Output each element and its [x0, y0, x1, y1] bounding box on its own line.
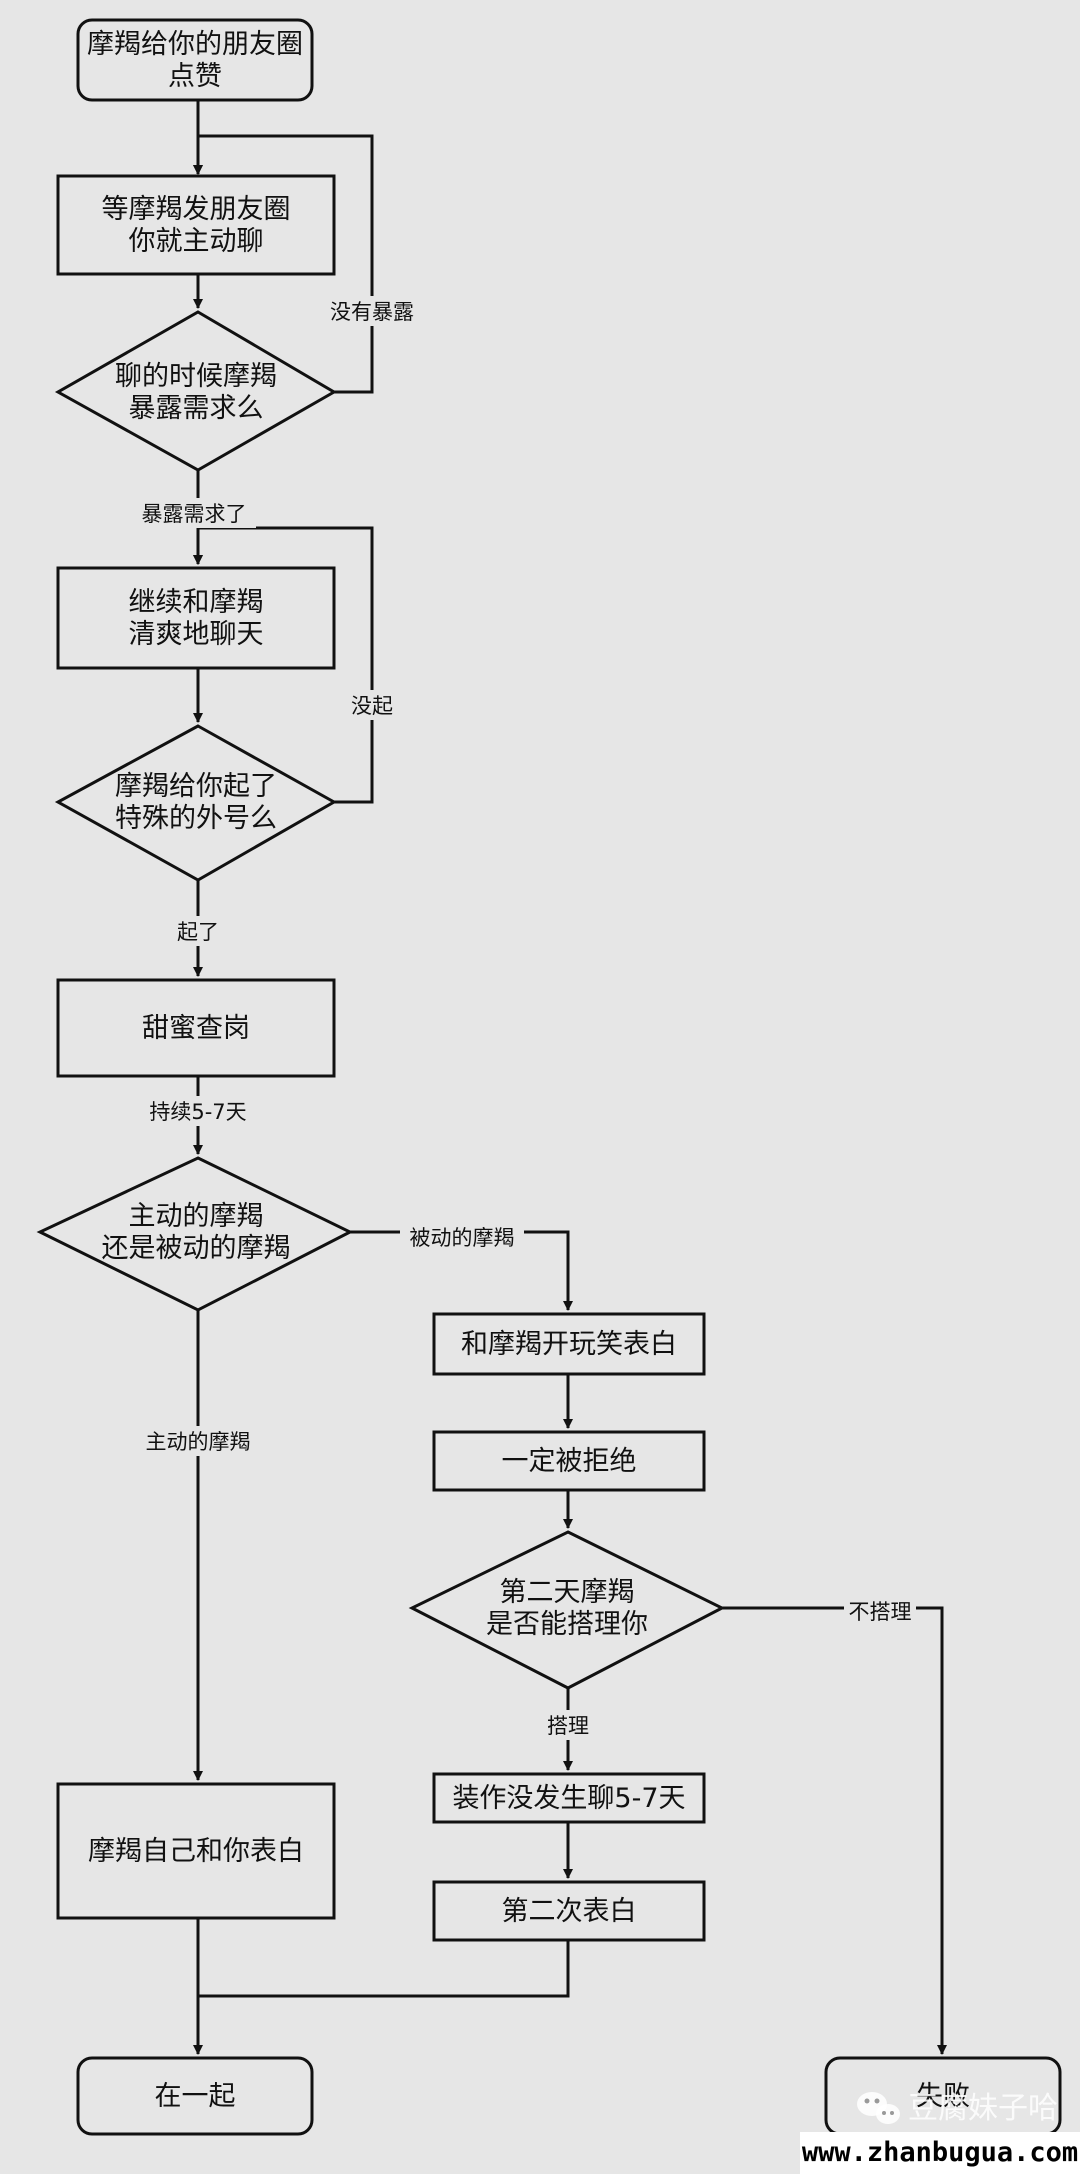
node-line: 甜蜜查岗	[142, 1013, 250, 1044]
node-active-passive-question: 主动的摩羯还是被动的摩羯	[36, 1156, 354, 1312]
node-line: 特殊的外号么	[115, 803, 277, 834]
node-line: 和摩羯开玩笑表白	[461, 1329, 677, 1360]
node-nickname-question: 摩羯给你起了特殊的外号么	[54, 724, 338, 882]
node-line: 摩羯给你的朋友圈	[87, 29, 303, 60]
node-line: 装作没发生聊5-7天	[452, 1783, 685, 1814]
node-line: 还是被动的摩羯	[102, 1233, 291, 1264]
node-text: 摩羯给你的朋友圈点赞	[87, 29, 303, 92]
node-line: 第二天摩羯	[500, 1577, 635, 1608]
label-active: 主动的摩羯	[146, 1430, 251, 1454]
node-text: 等摩羯发朋友圈你就主动聊	[102, 194, 291, 257]
node-text: 失败	[916, 2081, 970, 2112]
node-line: 清爽地聊天	[129, 619, 264, 650]
node-text: 装作没发生聊5-7天	[452, 1783, 685, 1814]
node-next-day-question: 第二天摩羯是否能搭理你	[408, 1530, 726, 1690]
node-line: 第二次表白	[502, 1896, 637, 1927]
label-revealed: 暴露需求了	[142, 502, 247, 526]
node-text: 继续和摩羯清爽地聊天	[129, 587, 264, 650]
node-line: 你就主动聊	[129, 226, 264, 257]
site-url: www.zhanbugua.com	[800, 2132, 1080, 2174]
node-line: 一定被拒绝	[502, 1446, 637, 1477]
label-passive: 被动的摩羯	[410, 1226, 515, 1250]
label-given: 起了	[177, 920, 219, 944]
node-text: 摩羯自己和你表白	[88, 1836, 304, 1867]
node-line: 等摩羯发朋友圈	[102, 194, 291, 225]
edge-second-to-together	[198, 1940, 570, 1998]
node-sweet-check: 甜蜜查岗	[56, 978, 336, 1078]
node-pretend: 装作没发生聊5-7天	[432, 1772, 706, 1824]
node-like-moments: 摩羯给你的朋友圈点赞	[76, 18, 314, 102]
node-line: 聊的时候摩羯	[115, 361, 277, 392]
node-text: 第二天摩羯是否能搭理你	[486, 1577, 648, 1640]
node-wait-post: 等摩羯发朋友圈你就主动聊	[56, 174, 336, 276]
node-line: 继续和摩羯	[129, 587, 264, 618]
wechat-icon	[857, 2092, 900, 2124]
edge-not-given-loop	[193, 526, 374, 804]
label-lasts: 持续5-7天	[149, 1100, 246, 1124]
node-text: 摩羯给你起了特殊的外号么	[115, 771, 277, 834]
node-chat-fresh: 继续和摩羯清爽地聊天	[56, 566, 336, 670]
label-not-given: 没起	[351, 694, 393, 718]
node-text: 一定被拒绝	[502, 1446, 637, 1477]
node-text: 和摩羯开玩笑表白	[461, 1329, 677, 1360]
edge-labels: 没有暴露 暴露需求了 没起 起了 持续5-7天 被动的摩羯 主动的摩羯 搭理 不…	[132, 296, 916, 1740]
node-line: 摩羯自己和你表白	[88, 1836, 304, 1867]
node-text: 第二次表白	[502, 1896, 637, 1927]
node-line: 是否能搭理你	[486, 1609, 648, 1640]
node-line: 摩羯给你起了	[115, 771, 277, 802]
node-together: 在一起	[76, 2056, 314, 2136]
node-text: 聊的时候摩羯暴露需求么	[115, 361, 277, 424]
node-capricorn-confess: 摩羯自己和你表白	[56, 1782, 336, 1920]
node-line: 失败	[916, 2081, 970, 2112]
node-reveal-needs-question: 聊的时候摩羯暴露需求么	[54, 310, 337, 472]
node-rejected: 一定被拒绝	[432, 1430, 706, 1492]
node-text: 在一起	[155, 2081, 236, 2112]
node-text: 主动的摩羯还是被动的摩羯	[102, 1201, 291, 1264]
node-line: 在一起	[155, 2081, 236, 2112]
watermark: 豆腐妹子哈	[857, 2091, 1058, 2126]
node-line: 点赞	[168, 61, 222, 92]
node-second-confess: 第二次表白	[432, 1880, 706, 1942]
label-ignore: 不搭理	[849, 1600, 912, 1624]
edge-not-revealed-loop	[193, 134, 374, 394]
label-respond: 搭理	[547, 1714, 589, 1738]
node-line: 主动的摩羯	[129, 1201, 264, 1232]
edge-ignore	[722, 1606, 947, 2055]
node-text: 甜蜜查岗	[142, 1013, 250, 1044]
watermark-text: 豆腐妹子哈	[908, 2091, 1058, 2126]
label-not-revealed: 没有暴露	[330, 300, 414, 324]
node-line: 暴露需求么	[129, 393, 264, 424]
node-joke-confess: 和摩羯开玩笑表白	[432, 1312, 706, 1376]
